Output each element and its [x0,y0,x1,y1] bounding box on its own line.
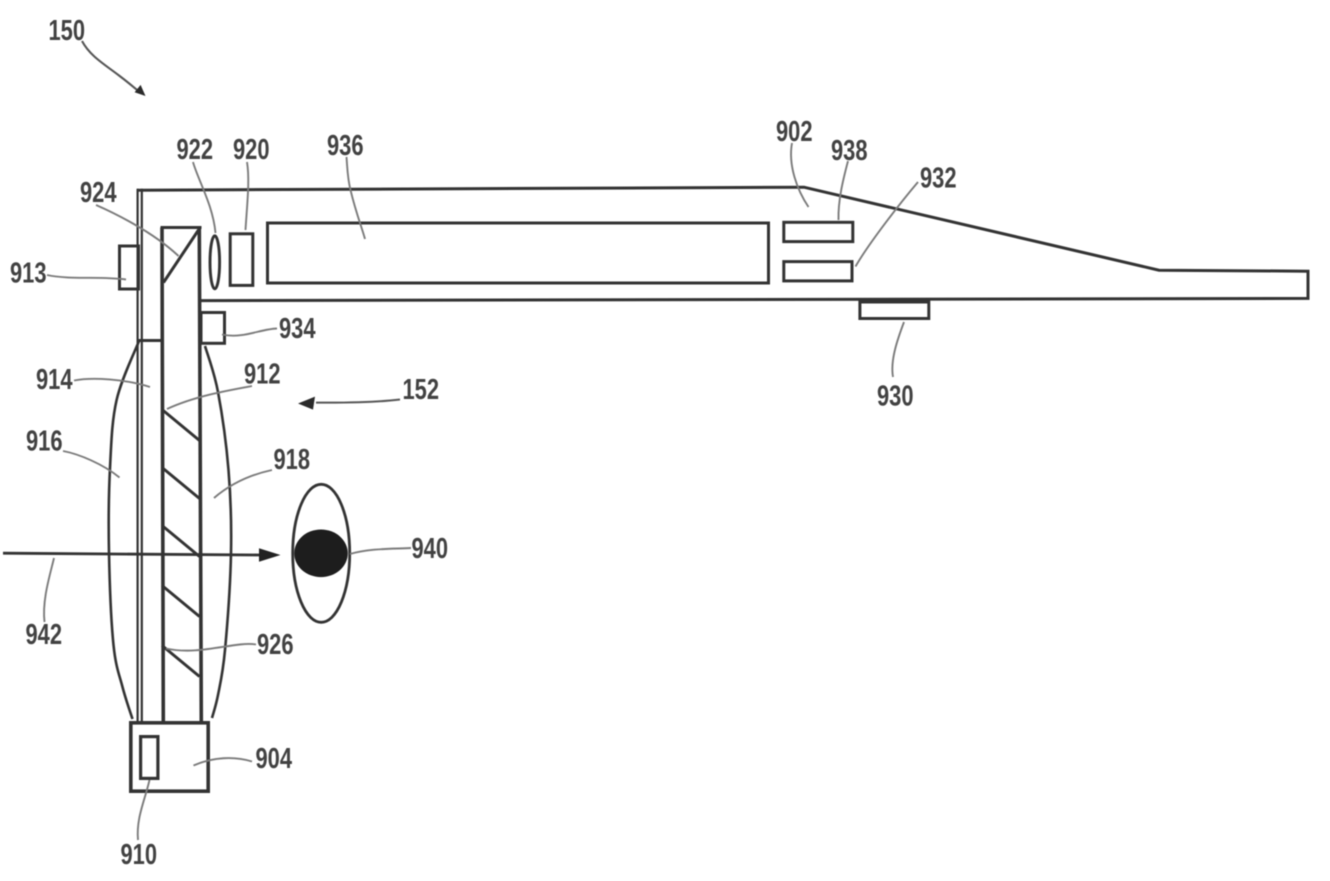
svg-text:940: 940 [412,533,449,565]
svg-text:912: 912 [244,359,281,391]
svg-text:938: 938 [831,135,868,167]
svg-text:924: 924 [80,177,117,209]
svg-text:936: 936 [327,130,364,162]
svg-text:930: 930 [877,381,914,413]
svg-text:920: 920 [233,134,270,166]
svg-text:152: 152 [403,374,440,406]
svg-text:916: 916 [26,426,63,458]
svg-text:914: 914 [36,364,73,396]
svg-text:918: 918 [274,444,311,476]
svg-text:932: 932 [920,163,957,195]
svg-text:913: 913 [10,258,47,290]
svg-text:926: 926 [257,629,294,661]
svg-text:904: 904 [256,743,293,775]
svg-text:150: 150 [49,15,86,47]
svg-text:934: 934 [279,313,316,345]
svg-text:902: 902 [776,116,813,148]
svg-text:942: 942 [26,619,63,651]
svg-text:910: 910 [121,839,158,871]
svg-text:922: 922 [177,134,214,166]
